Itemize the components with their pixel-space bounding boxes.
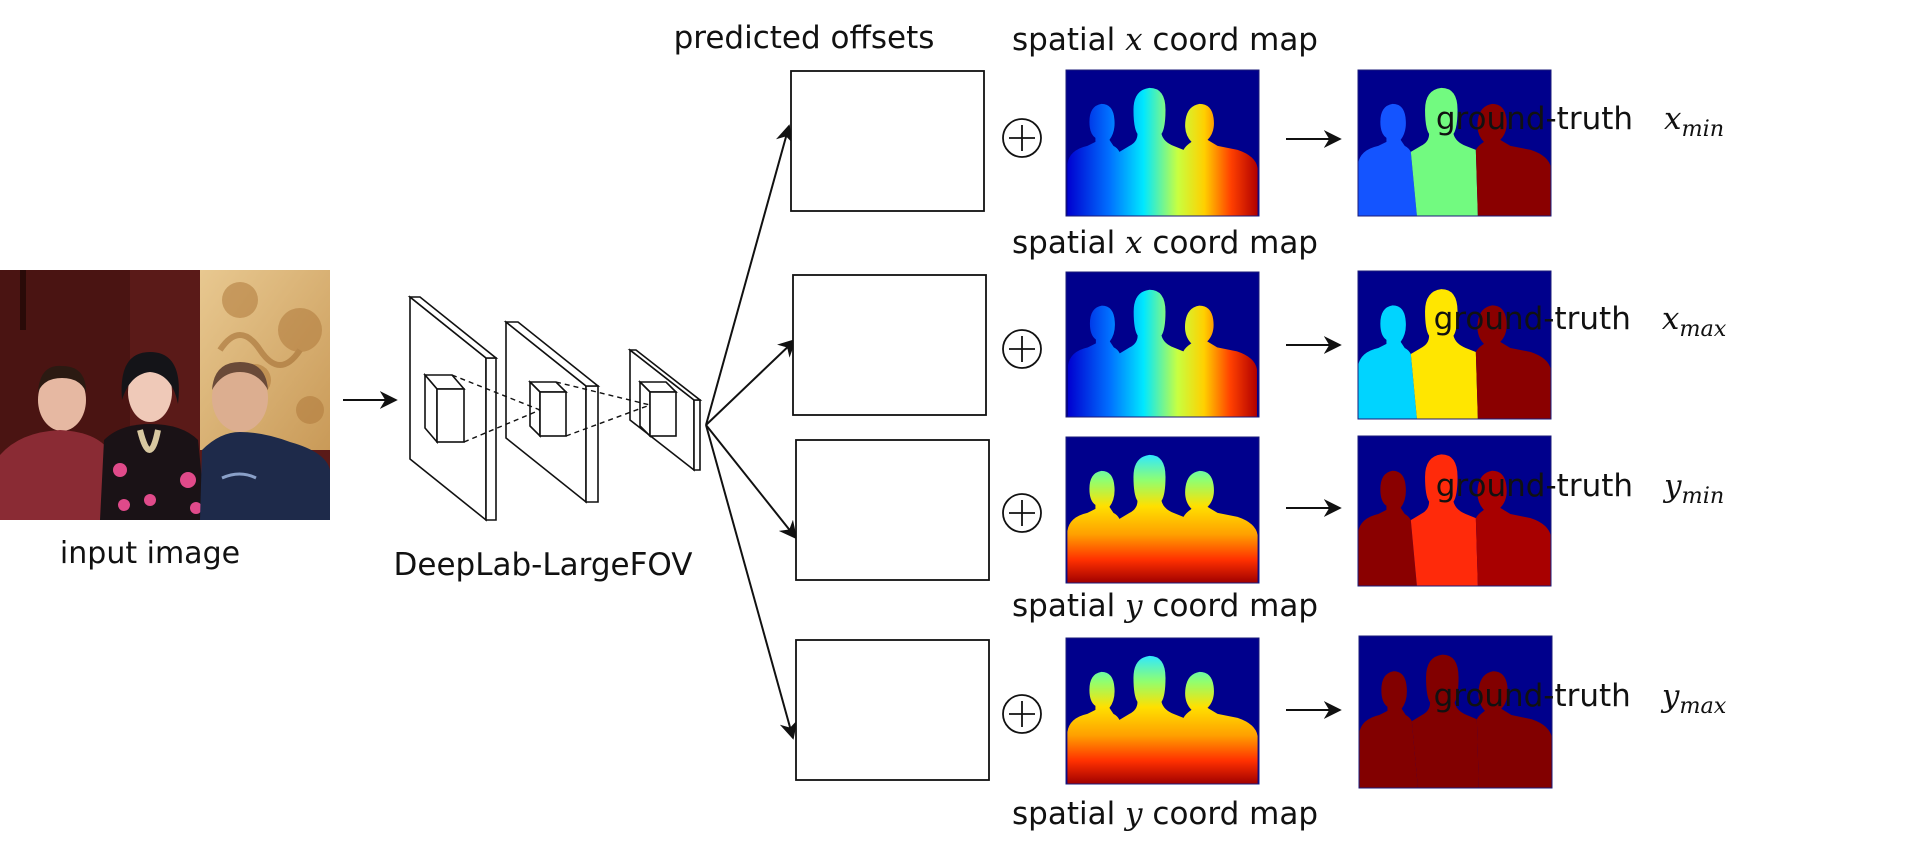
coord-map-x <box>1065 69 1260 217</box>
plus-circle-icon <box>1002 694 1042 734</box>
ground-truth-label: ground-truth ymax <box>1433 678 1727 720</box>
ground-truth-map <box>1357 435 1552 587</box>
plus-circle-icon <box>1002 493 1042 533</box>
row-1 <box>790 69 1552 217</box>
arrow-to-offset-2 <box>705 338 797 426</box>
rows-layer <box>790 69 1553 789</box>
coord-map-label: spatial x coord map <box>1012 22 1318 58</box>
ground-truth-map <box>1357 270 1552 420</box>
row-4 <box>795 635 1553 789</box>
coord-map-x <box>1065 271 1260 418</box>
ground-truth-label: ground-truth xmin <box>1435 101 1725 143</box>
ground-truth-map <box>1358 635 1553 789</box>
coord-map-label: spatial y coord map <box>1011 796 1319 832</box>
ground-truth-label: ground-truth ymin <box>1435 468 1725 510</box>
coord-map-y <box>1065 436 1260 584</box>
arrow-to-offset-1 <box>705 124 794 426</box>
network-sketch <box>407 295 703 522</box>
plus-circle-icon <box>1002 329 1042 369</box>
fanout-arrows <box>705 124 798 740</box>
coord-map-y <box>1065 637 1260 785</box>
network-label: DeepLab-LargeFOV <box>394 547 693 583</box>
ground-truth-map <box>1357 69 1552 217</box>
arrow-to-offset-3 <box>705 424 798 540</box>
predicted-offset-box <box>795 439 990 581</box>
input-photo <box>0 270 330 520</box>
receptive-field-lines <box>451 374 651 443</box>
row-2 <box>792 270 1552 420</box>
predicted-offset-box <box>795 639 990 781</box>
ground-truth-label: ground-truth xmax <box>1433 301 1727 343</box>
coord-map-label: spatial y coord map <box>1011 588 1319 624</box>
arrow-to-offset-4 <box>705 424 798 740</box>
coord-map-label: spatial x coord map <box>1012 225 1318 261</box>
predicted-offset-box <box>792 274 987 416</box>
predicted-offset-box <box>790 70 985 212</box>
predicted-offsets-label: predicted offsets <box>674 20 935 56</box>
row-3 <box>795 435 1552 587</box>
input-image-label: input image <box>60 536 240 571</box>
plus-circle-icon <box>1002 118 1042 158</box>
